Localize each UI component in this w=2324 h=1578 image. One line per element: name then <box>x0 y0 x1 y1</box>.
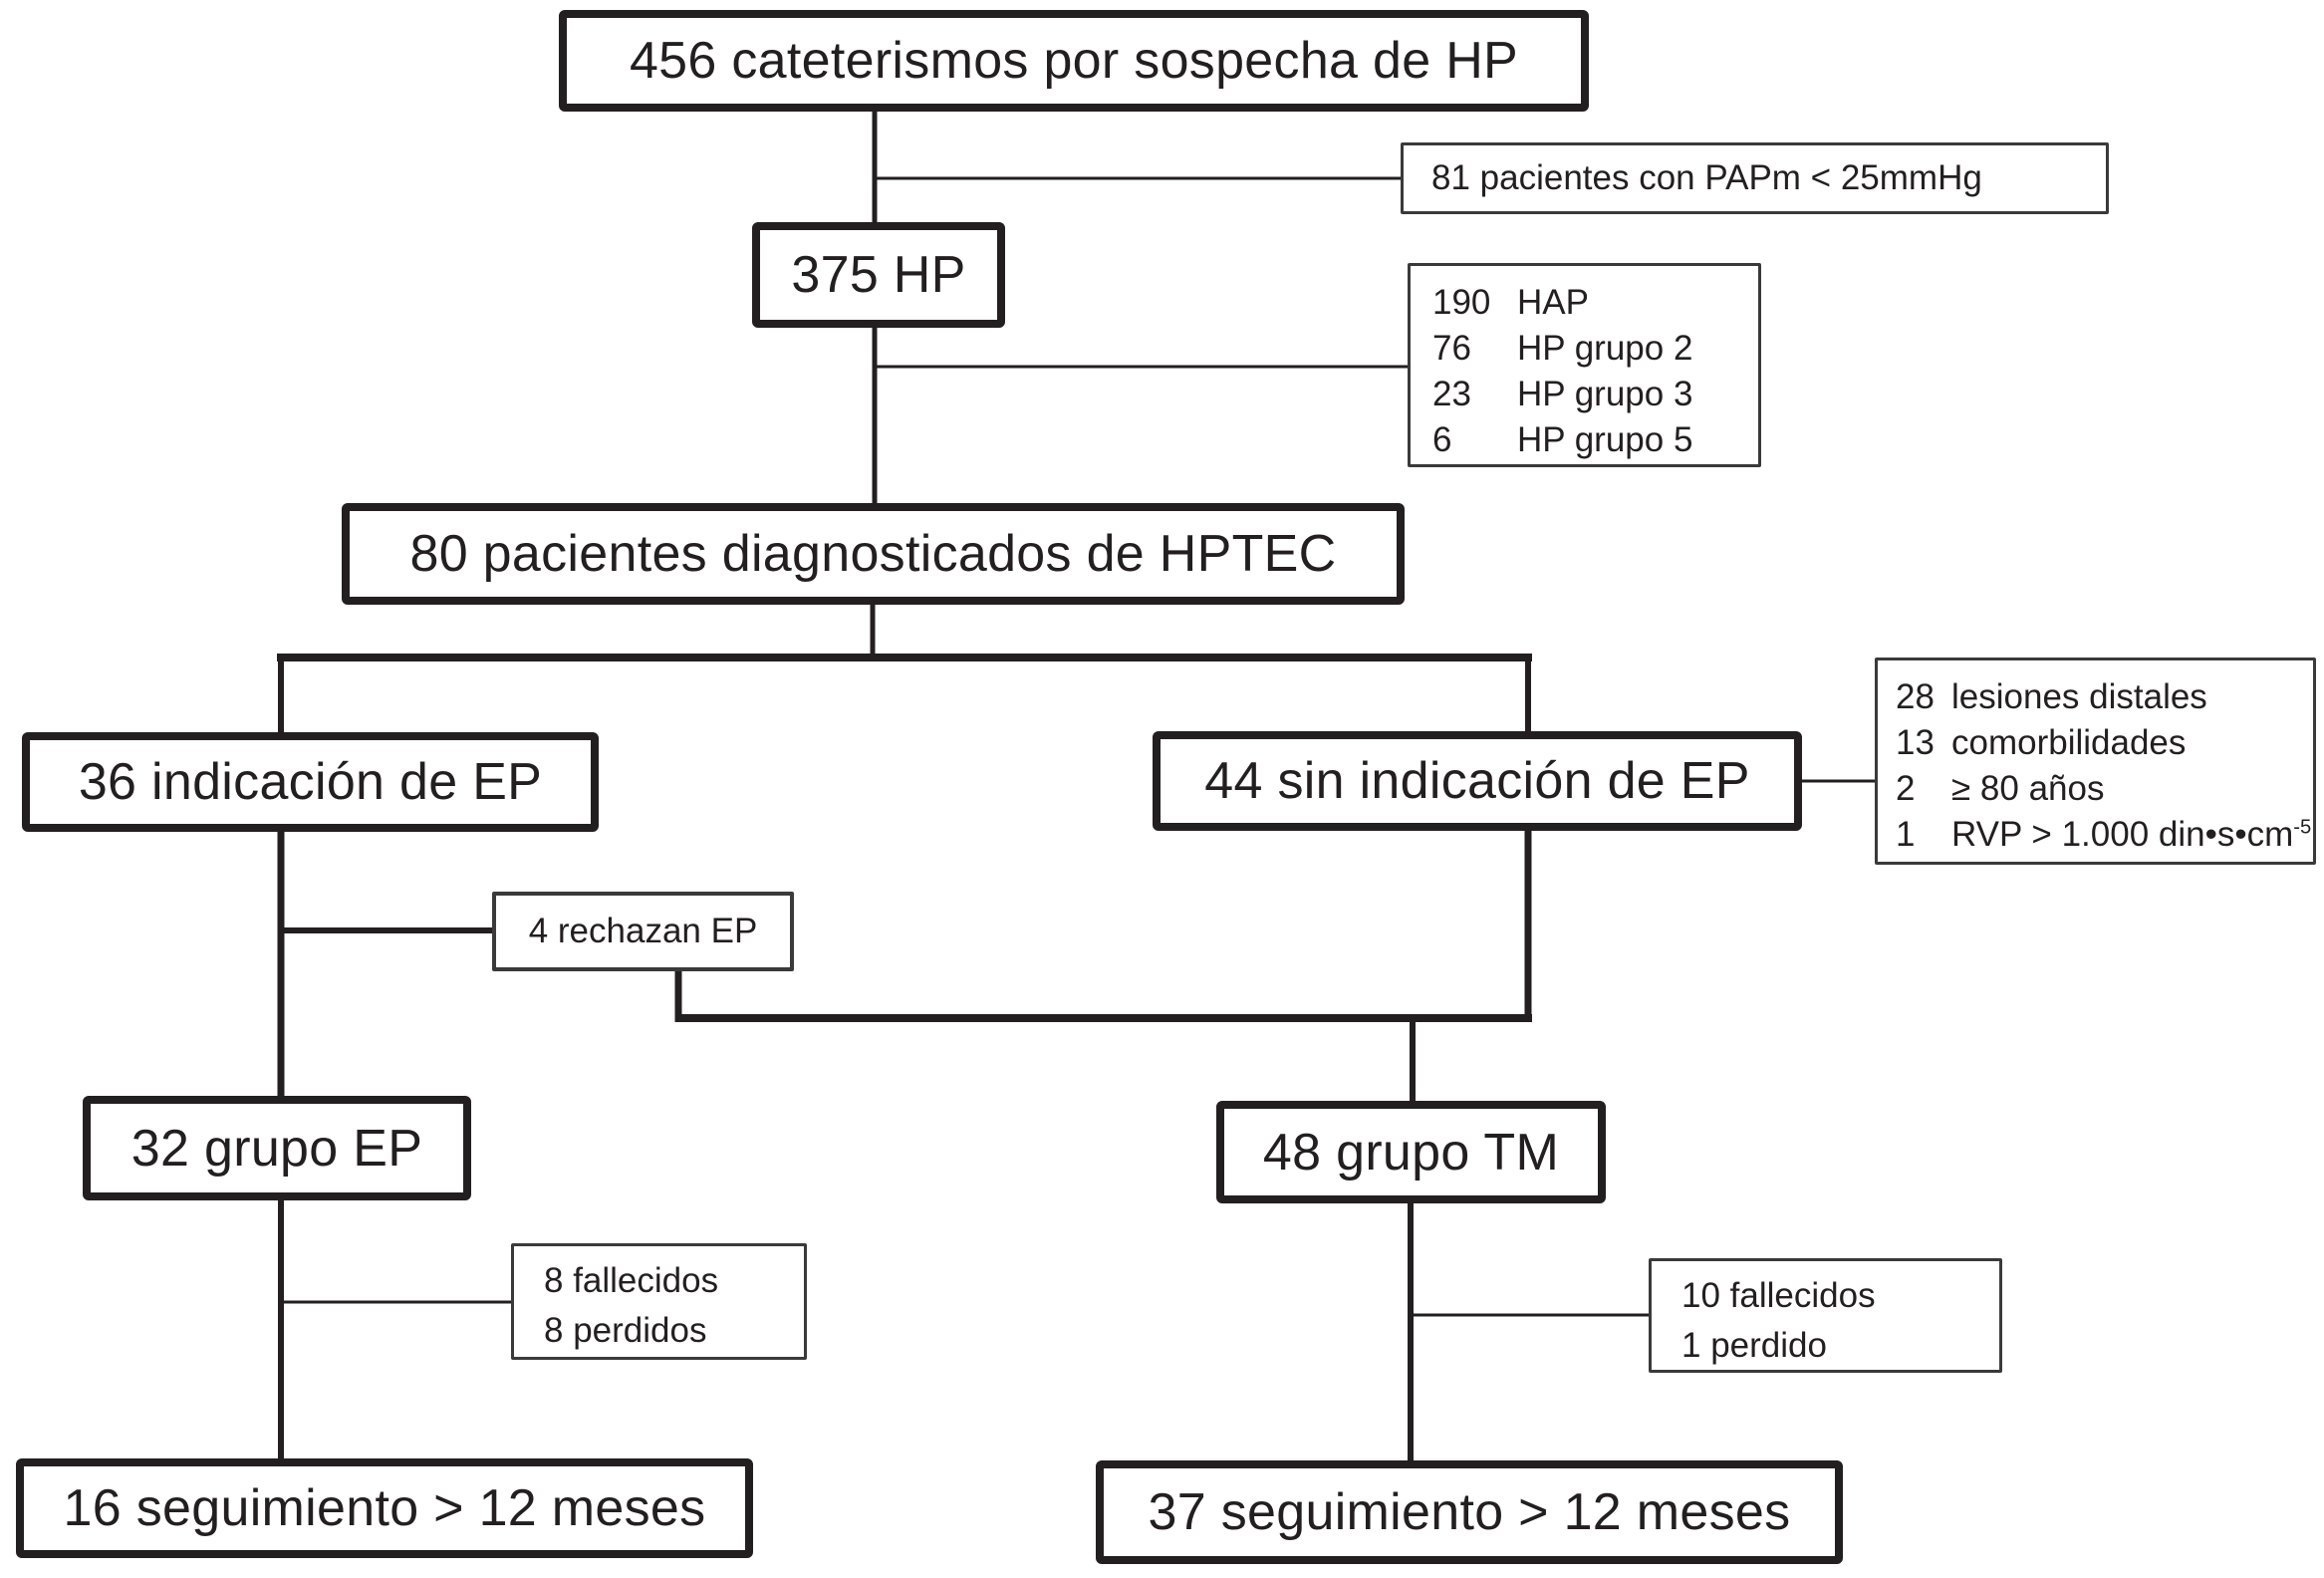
row-value: 1 <box>1896 815 1916 854</box>
exclusiones-row: 28 lesiones distales <box>1896 674 2303 720</box>
bajas-tm-line: 10 fallecidos <box>1681 1276 1876 1315</box>
note-4-rechazan-ep: 4 rechazan EP <box>492 892 794 971</box>
row-label-superscript: -5 <box>2293 816 2312 839</box>
row-value: 6 <box>1432 420 1452 459</box>
note-exclusiones-ep: 28 lesiones distales 13 comorbilidades 2… <box>1875 658 2316 865</box>
note-rechazan-label: 4 rechazan EP <box>528 912 758 950</box>
exclusiones-row: 2 ≥ 80 años <box>1896 766 2303 812</box>
node-80-label: 80 pacientes diagnosticados de HPTEC <box>409 525 1337 583</box>
node-16-label: 16 seguimiento > 12 meses <box>63 1479 706 1537</box>
row-value: 13 <box>1896 723 1935 762</box>
node-375-label: 375 HP <box>791 246 966 304</box>
row-label: comorbilidades <box>1951 723 2187 762</box>
node-456-cateterismos: 456 cateterismos por sospecha de HP <box>559 10 1589 112</box>
row-value: 28 <box>1896 677 1935 716</box>
bajas-tm-lines: 10 fallecidos 1 perdido <box>1652 1261 1999 1371</box>
node-375-hp: 375 HP <box>752 222 1005 328</box>
node-37-label: 37 seguimiento > 12 meses <box>1148 1483 1791 1541</box>
hp-grupos-rows: 190 HAP 76 HP grupo 2 23 HP grupo 3 6 HP… <box>1411 266 1758 463</box>
note-bajas-grupo-tm: 10 fallecidos 1 perdido <box>1649 1258 2002 1373</box>
node-80-hptec: 80 pacientes diagnosticados de HPTEC <box>342 503 1405 605</box>
note-bajas-grupo-ep: 8 fallecidos 8 perdidos <box>511 1243 807 1360</box>
note-81-papm: 81 pacientes con PAPm < 25mmHg <box>1401 142 2109 214</box>
hp-grupos-row: 76 HP grupo 2 <box>1432 326 1748 372</box>
row-value: 190 <box>1432 283 1491 322</box>
row-value: 76 <box>1432 329 1471 368</box>
hp-grupos-row: 190 HAP <box>1432 280 1748 326</box>
row-label: HP grupo 3 <box>1517 375 1693 413</box>
node-36-label: 36 indicación de EP <box>78 753 543 811</box>
node-456-label: 456 cateterismos por sospecha de HP <box>629 32 1519 90</box>
node-48-grupo-tm: 48 grupo TM <box>1216 1101 1606 1203</box>
node-32-grupo-ep: 32 grupo EP <box>83 1096 471 1200</box>
note-81-label: 81 pacientes con PAPm < 25mmHg <box>1431 158 1982 197</box>
row-label: HP grupo 2 <box>1517 329 1693 368</box>
row-label-text: RVP > 1.000 din•s•cm <box>1951 815 2294 854</box>
hp-grupos-row: 6 HP grupo 5 <box>1432 417 1748 463</box>
bajas-ep-line: 8 fallecidos <box>544 1261 719 1300</box>
row-value: 2 <box>1896 769 1916 808</box>
node-37-seguimiento: 37 seguimiento > 12 meses <box>1096 1460 1843 1564</box>
row-value: 23 <box>1432 375 1471 413</box>
exclusiones-row: 1 RVP > 1.000 din•s•cm-5 <box>1896 812 2311 858</box>
bajas-tm-line: 1 perdido <box>1681 1326 1827 1365</box>
node-32-label: 32 grupo EP <box>130 1119 423 1178</box>
exclusiones-rows: 28 lesiones distales 13 comorbilidades 2… <box>1878 660 2313 858</box>
row-label: RVP > 1.000 din•s•cm-5 <box>1951 812 2311 858</box>
row-label: ≥ 80 años <box>1951 769 2105 808</box>
node-48-label: 48 grupo TM <box>1262 1123 1560 1182</box>
note-hp-grupos: 190 HAP 76 HP grupo 2 23 HP grupo 3 6 HP… <box>1408 263 1761 467</box>
row-label: lesiones distales <box>1951 677 2207 716</box>
row-label: HAP <box>1517 283 1589 322</box>
hp-grupos-row: 23 HP grupo 3 <box>1432 372 1748 417</box>
exclusiones-row: 13 comorbilidades <box>1896 720 2303 766</box>
bajas-ep-lines: 8 fallecidos 8 perdidos <box>514 1246 804 1356</box>
node-44-sin-indicacion-ep: 44 sin indicación de EP <box>1153 731 1802 831</box>
node-16-seguimiento: 16 seguimiento > 12 meses <box>16 1458 753 1558</box>
bajas-ep-line: 8 perdidos <box>544 1311 707 1350</box>
node-36-indicacion-ep: 36 indicación de EP <box>22 732 599 832</box>
node-44-label: 44 sin indicación de EP <box>1204 752 1750 810</box>
row-label: HP grupo 5 <box>1517 420 1693 459</box>
